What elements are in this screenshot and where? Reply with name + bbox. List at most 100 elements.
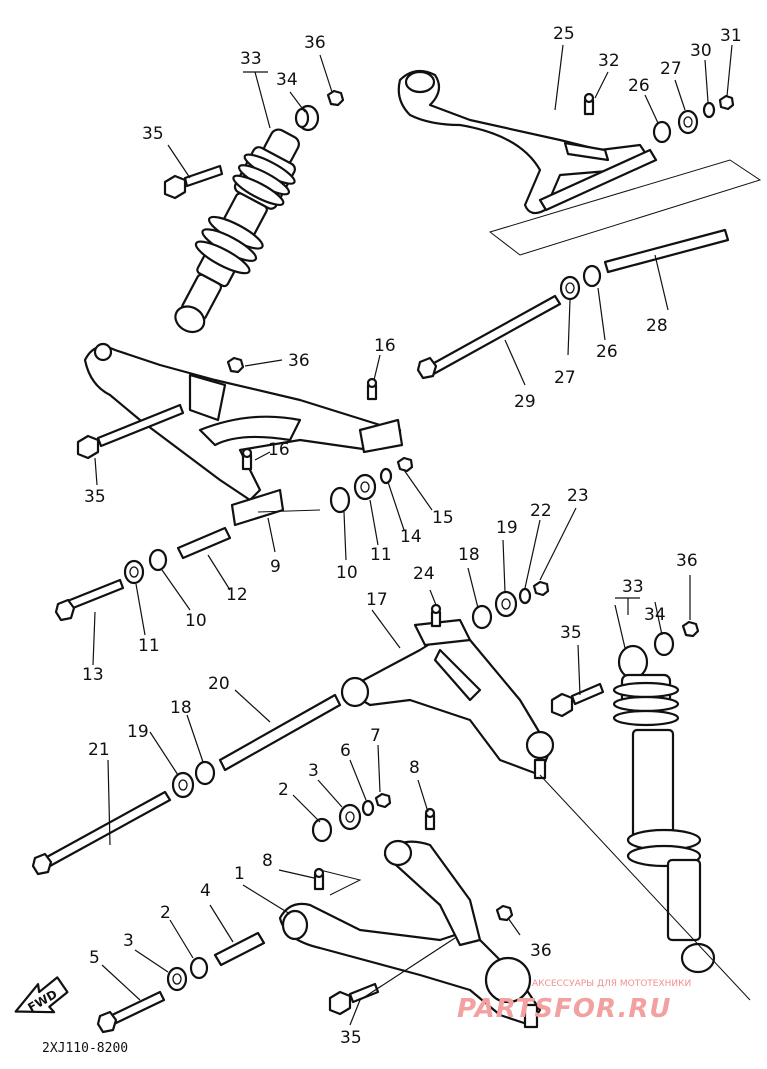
callout-18: 18 <box>458 545 480 565</box>
callout-36: 36 <box>304 33 326 53</box>
callout-27: 27 <box>660 59 682 79</box>
callout-35: 35 <box>84 487 106 507</box>
callout-31: 31 <box>720 26 742 46</box>
grease-nipple-32 <box>583 92 595 116</box>
callout-33: 33 <box>622 577 644 597</box>
callout-36: 36 <box>288 351 310 371</box>
shock-bushing-34b <box>653 631 675 657</box>
callout-6: 6 <box>340 741 351 761</box>
bolt-13 <box>54 578 125 622</box>
callout-10: 10 <box>185 611 207 631</box>
watermark-tagline: АКСЕССУАРЫ ДЛЯ МОТОТЕХНИКИ <box>532 979 691 989</box>
bushing-2b <box>189 956 209 980</box>
callout-21: 21 <box>88 740 110 760</box>
callout-26: 26 <box>596 342 618 362</box>
callout-4: 4 <box>200 881 211 901</box>
callout-8: 8 <box>262 851 273 871</box>
axis-guide-upper <box>488 159 762 256</box>
callout-35: 35 <box>142 124 164 144</box>
grease-nipple-16b <box>241 447 253 471</box>
bolt-35c <box>550 682 605 718</box>
washer-27b <box>559 275 581 301</box>
callout-33: 33 <box>240 49 262 69</box>
forward-direction-arrow: FWD <box>14 976 69 1015</box>
collar-4 <box>213 931 266 967</box>
nut-15 <box>396 456 414 473</box>
bushing-18a <box>471 604 493 630</box>
callout-35: 35 <box>340 1028 362 1048</box>
callout-16: 16 <box>268 440 290 460</box>
callout-3: 3 <box>308 761 319 781</box>
washer-19b <box>171 771 195 799</box>
collar-12 <box>176 526 232 560</box>
callout-19: 19 <box>496 518 518 538</box>
bushing-18b <box>194 760 216 786</box>
bolt-5 <box>96 990 166 1034</box>
grease-nipple-16a <box>366 377 378 401</box>
callout-14: 14 <box>400 527 422 547</box>
callout-35: 35 <box>560 623 582 643</box>
washer-6 <box>361 799 375 817</box>
nut-36a <box>326 89 345 107</box>
callout-22: 22 <box>530 501 552 521</box>
lower-arm-1 <box>278 839 542 1029</box>
upper-arm-17 <box>340 618 555 780</box>
callout-17: 17 <box>366 590 388 610</box>
bushing-2a <box>311 817 333 843</box>
collar-28 <box>603 228 730 274</box>
callout-18: 18 <box>170 698 192 718</box>
callout-2: 2 <box>278 780 289 800</box>
callout-9: 9 <box>270 557 281 577</box>
nut-36c <box>681 620 700 638</box>
collar-20 <box>218 693 342 772</box>
rear-shock-absorber-right <box>612 644 716 974</box>
washer-3b <box>166 966 188 992</box>
bushing-10b <box>148 548 168 572</box>
washer-22 <box>518 587 532 605</box>
bolt-29 <box>416 294 562 380</box>
callout-30: 30 <box>690 41 712 61</box>
callout-13: 13 <box>82 665 104 685</box>
callout-27: 27 <box>554 368 576 388</box>
bolt-35b <box>76 403 185 460</box>
leader-lines <box>92 44 733 1026</box>
washer-11a <box>353 473 377 501</box>
bushing-26b <box>582 264 602 288</box>
callout-2: 2 <box>160 903 171 923</box>
callout-15: 15 <box>432 508 454 528</box>
washer-3a <box>338 803 362 831</box>
callout-11: 11 <box>370 545 392 565</box>
bushing-26a <box>652 120 672 144</box>
callout-16: 16 <box>374 336 396 356</box>
bolt-35d <box>328 982 380 1016</box>
callout-3: 3 <box>123 931 134 951</box>
grease-nipple-24 <box>430 603 442 628</box>
callout-5: 5 <box>89 948 100 968</box>
callout-24: 24 <box>413 564 435 584</box>
washer-30 <box>702 101 716 119</box>
bushing-10a <box>329 486 351 514</box>
callout-34: 34 <box>276 70 298 90</box>
callout-1: 1 <box>234 864 245 884</box>
callout-19: 19 <box>127 722 149 742</box>
bolt-21 <box>31 790 172 876</box>
nut-36b <box>226 356 245 374</box>
callout-23: 23 <box>567 486 589 506</box>
washer-14 <box>379 467 393 485</box>
shock-bushing-34a <box>294 104 320 132</box>
callout-32: 32 <box>598 51 620 71</box>
washer-27a <box>677 109 699 135</box>
drawing-code: 2XJ110-8200 <box>42 1041 128 1056</box>
nut-31 <box>718 94 735 111</box>
callout-26: 26 <box>628 76 650 96</box>
callout-7: 7 <box>370 726 381 746</box>
callout-25: 25 <box>553 24 575 44</box>
callout-28: 28 <box>646 316 668 336</box>
grease-nipple-8b <box>313 867 325 891</box>
washer-19a <box>494 590 518 618</box>
nut-23 <box>532 580 550 597</box>
callout-36: 36 <box>676 551 698 571</box>
upper-arm-25 <box>397 69 658 215</box>
